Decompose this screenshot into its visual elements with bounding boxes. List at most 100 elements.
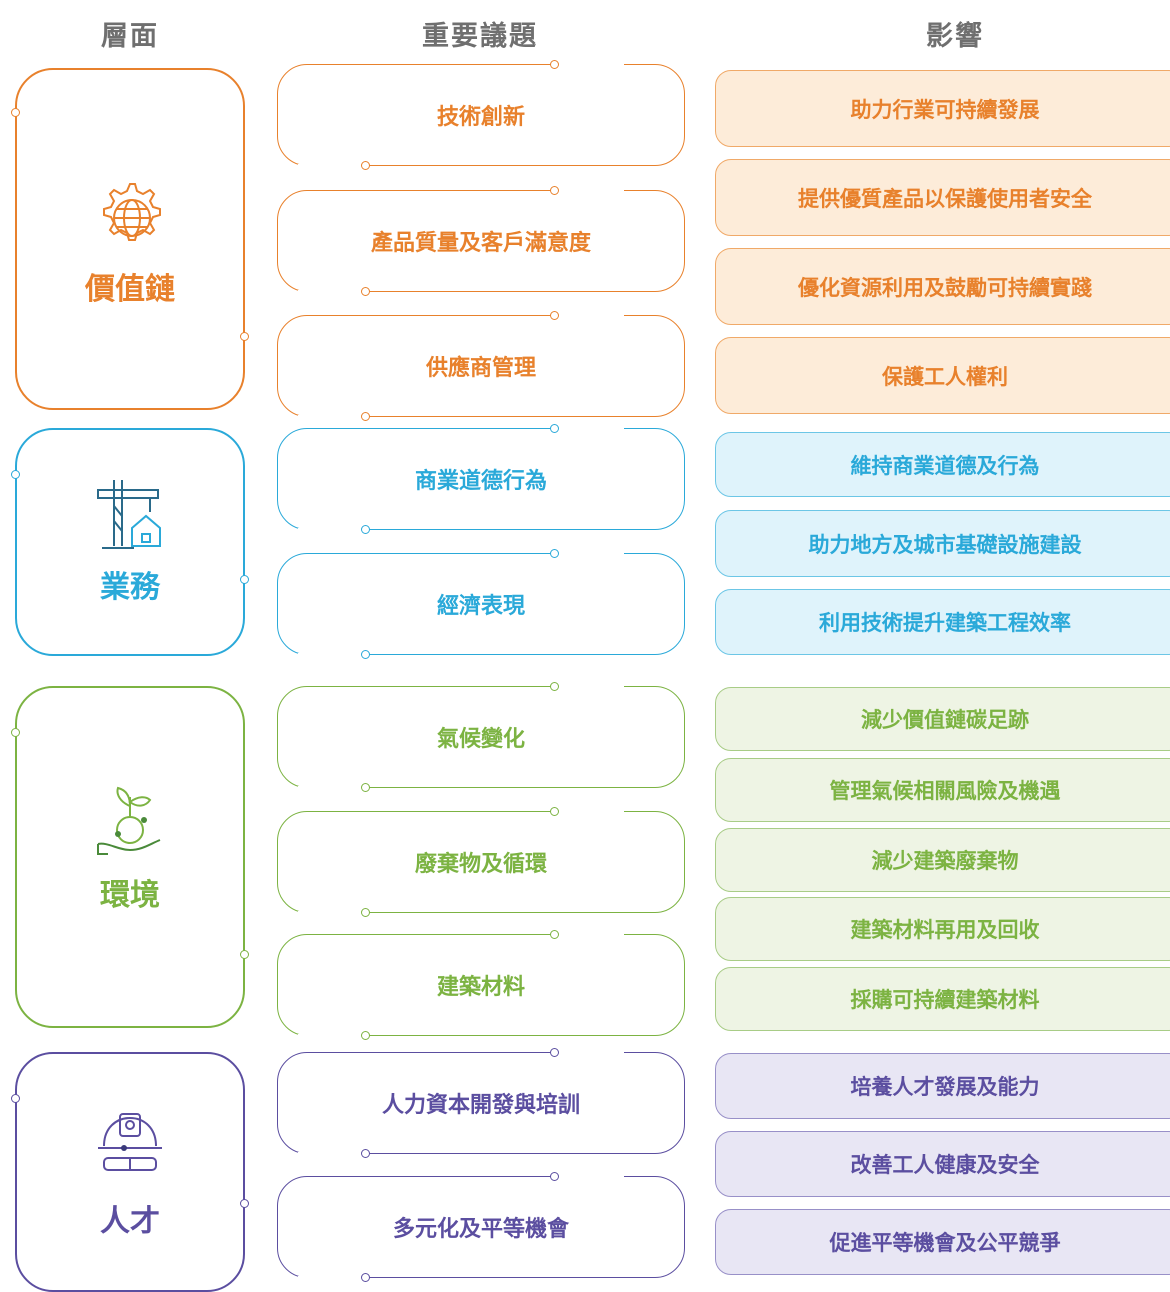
impact-label: 保護工人權利 — [882, 364, 1008, 389]
topic-label: 人力資本開發與培訓 — [381, 1093, 580, 1118]
connector-dot — [550, 60, 559, 69]
impact-box: 優化資源利用及鼓勵可持續實踐 — [715, 248, 1170, 325]
category-label: 價值鏈 — [85, 272, 175, 307]
impact-box: 助力地方及城市基礎設施建設 — [715, 510, 1170, 577]
border-gap — [558, 684, 624, 688]
connector-dot — [550, 1048, 559, 1057]
impact-label: 促進平等機會及公平競爭 — [829, 1231, 1061, 1255]
helmet-goggles-icon — [98, 1113, 162, 1171]
impact-box: 減少建築廢棄物 — [715, 828, 1170, 892]
impact-box: 利用技術提升建築工程效率 — [715, 589, 1170, 655]
border-gap — [558, 932, 624, 936]
header-topic: 重要議題 — [422, 21, 538, 52]
connector-dot — [550, 1172, 559, 1181]
topic-box: 多元化及平等機會 — [277, 1172, 685, 1282]
crane-house-icon — [97, 480, 161, 549]
category-label: 人才 — [100, 1204, 160, 1239]
topic-label: 供應商管理 — [425, 356, 536, 381]
header-impact: 影響 — [926, 21, 984, 52]
impact-box: 建築材料再用及回收 — [715, 897, 1170, 961]
plant-globe-hand-icon — [97, 786, 161, 855]
connector-dot — [550, 930, 559, 939]
connector-dot — [240, 332, 249, 341]
connector-dot — [361, 287, 370, 296]
impact-label: 助力地方及城市基礎設施建設 — [808, 532, 1082, 557]
connector-dot — [11, 108, 20, 117]
category-environment: 環境 — [11, 686, 249, 1028]
topic-label: 技術創新 — [436, 105, 525, 130]
impact-box: 改善工人健康及安全 — [715, 1131, 1170, 1197]
connector-dot — [361, 161, 370, 170]
topic-label: 商業道德行為 — [414, 469, 547, 494]
connector-dot — [11, 1094, 20, 1103]
border-gap — [298, 911, 364, 915]
topic-box: 建築材料 — [277, 930, 685, 1040]
impact-box: 保護工人權利 — [715, 337, 1170, 414]
impact-box: 培養人才發展及能力 — [715, 1053, 1170, 1119]
topic-box: 氣候變化 — [277, 682, 685, 792]
connector-dot — [361, 1273, 370, 1282]
connector-dot — [550, 682, 559, 691]
connector-dot — [550, 311, 559, 320]
connector-dot — [240, 950, 249, 959]
topic-box: 經濟表現 — [277, 549, 685, 659]
connector-dot — [240, 575, 249, 584]
gear-globe-icon — [103, 183, 161, 241]
connector-dot — [550, 186, 559, 195]
border-gap — [298, 415, 364, 419]
impact-box: 提供優質產品以保護使用者安全 — [715, 159, 1170, 236]
topic-box: 廢棄物及循環 — [277, 807, 685, 917]
impact-label: 減少建築廢棄物 — [871, 849, 1019, 873]
connector-dot — [550, 549, 559, 558]
connector-dot — [361, 783, 370, 792]
impact-box: 促進平等機會及公平競爭 — [715, 1209, 1170, 1275]
connector-dot — [361, 412, 370, 421]
topic-label: 建築材料 — [436, 975, 525, 1000]
category-talent: 人才 — [11, 1052, 249, 1292]
border-gap — [558, 551, 624, 555]
topic-label: 氣候變化 — [436, 727, 525, 752]
border-gap — [558, 188, 624, 192]
topic-label: 廢棄物及循環 — [414, 852, 547, 877]
impact-label: 管理氣候相關風險及機遇 — [829, 779, 1061, 803]
connector-dot — [361, 908, 370, 917]
connector-dot — [361, 1149, 370, 1158]
border-gap — [298, 1276, 364, 1280]
impact-box: 採購可持續建築材料 — [715, 967, 1170, 1031]
border-gap — [558, 1174, 624, 1178]
border-gap — [558, 62, 624, 66]
border-gap — [298, 290, 364, 294]
connector-dot — [361, 1031, 370, 1040]
connector-dot — [11, 470, 20, 479]
border-gap — [298, 1034, 364, 1038]
border-gap — [298, 1152, 364, 1156]
connector-dot — [550, 424, 559, 433]
impact-box: 管理氣候相關風險及機遇 — [715, 758, 1170, 822]
impact-label: 利用技術提升建築工程效率 — [819, 611, 1071, 635]
connector-dot — [240, 1199, 249, 1208]
connector-dot — [361, 525, 370, 534]
border-gap — [298, 653, 364, 657]
impact-box: 維持商業道德及行為 — [715, 432, 1170, 497]
topic-label: 經濟表現 — [436, 594, 525, 619]
border-gap — [558, 426, 624, 430]
impact-label: 助力行業可持續發展 — [850, 97, 1040, 122]
border-gap — [558, 809, 624, 813]
topic-box: 商業道德行為 — [277, 424, 685, 534]
impact-label: 優化資源利用及鼓勵可持續實踐 — [798, 275, 1092, 300]
impact-label: 建築材料再用及回收 — [850, 918, 1040, 942]
connector-dot — [11, 728, 20, 737]
topic-box: 產品質量及客戶滿意度 — [277, 186, 685, 296]
header-layer: 層面 — [101, 21, 159, 52]
border-gap — [298, 786, 364, 790]
border-gap — [298, 528, 364, 532]
category-value-chain: 價值鏈 — [11, 68, 249, 410]
impact-label: 維持商業道德及行為 — [850, 453, 1040, 478]
category-business: 業務 — [11, 428, 249, 656]
impact-label: 培養人才發展及能力 — [850, 1075, 1040, 1099]
topic-label: 多元化及平等機會 — [392, 1217, 569, 1242]
topic-label: 產品質量及客戶滿意度 — [370, 231, 591, 256]
category-label: 環境 — [100, 878, 160, 913]
impact-box: 減少價值鏈碳足跡 — [715, 687, 1170, 751]
border-gap — [298, 164, 364, 168]
